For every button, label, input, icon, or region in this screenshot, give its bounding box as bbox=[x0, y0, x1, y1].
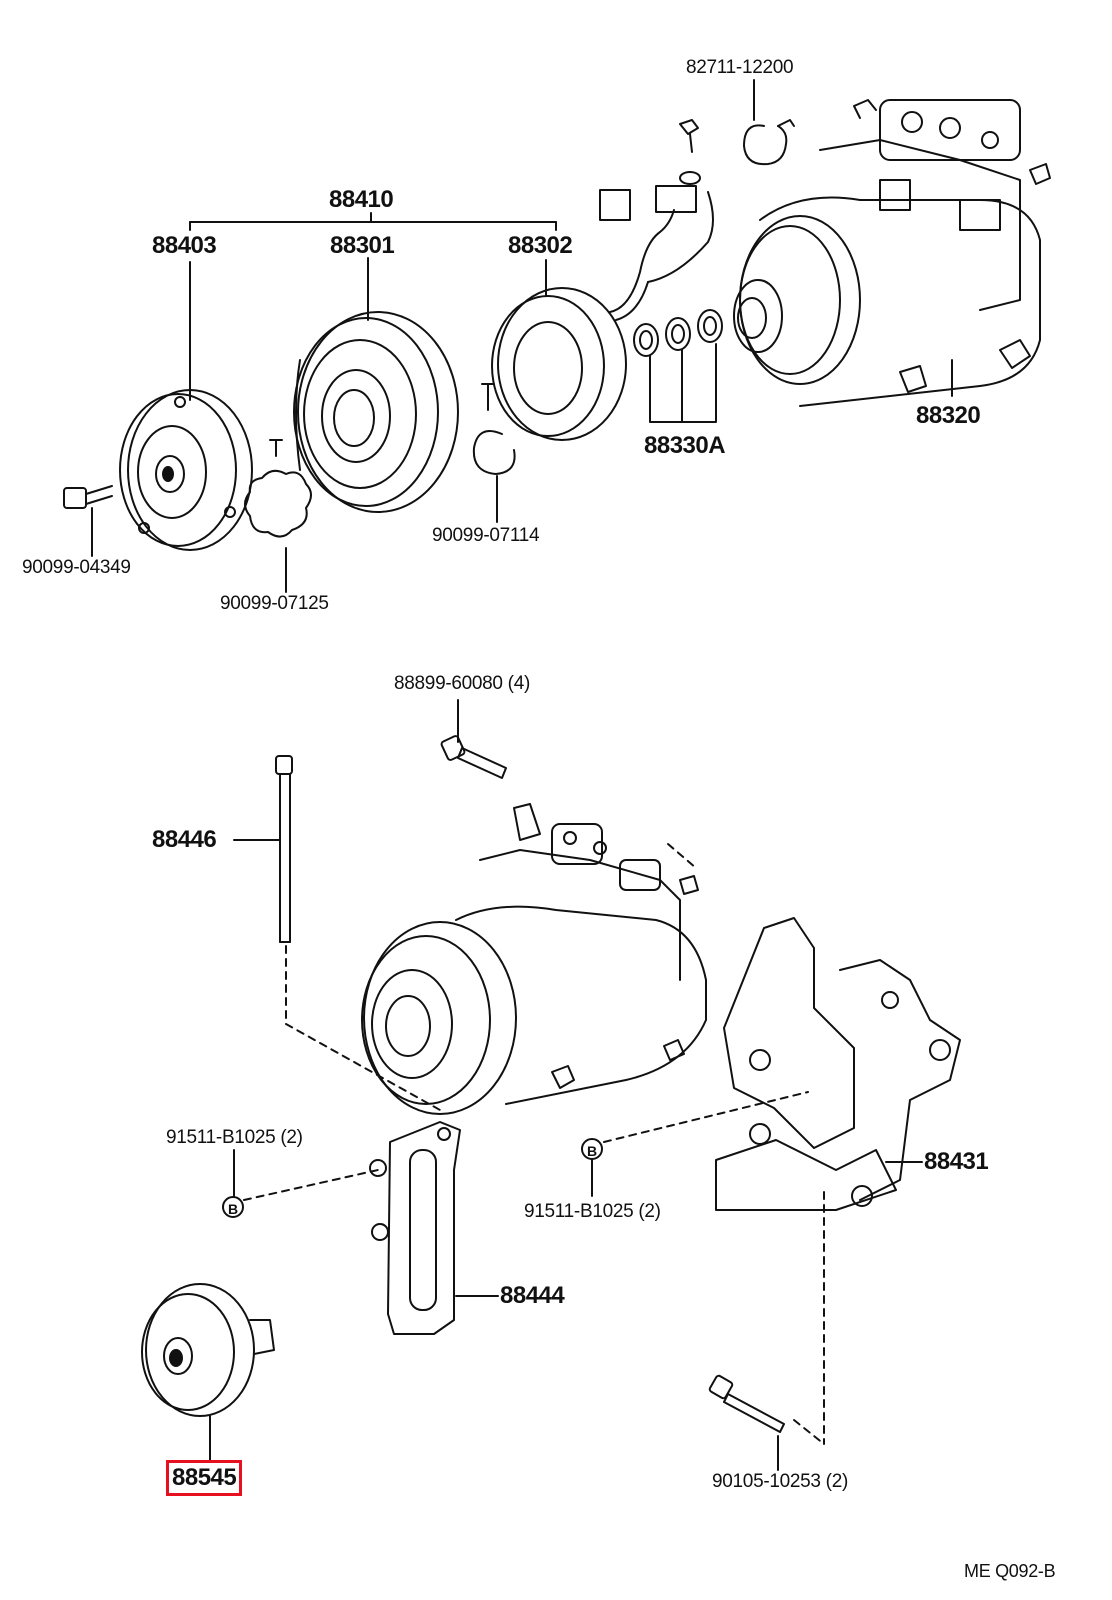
stud-bolt-88446 bbox=[233, 755, 293, 943]
adjusting-bar-88444 bbox=[369, 1121, 499, 1335]
label-91511-b1025-left: 91511-B1025 (2) bbox=[166, 1127, 303, 1148]
bolt-88899-60080 bbox=[440, 699, 507, 779]
compressor-88320 bbox=[733, 99, 1051, 407]
assembly-dashed-lines bbox=[243, 843, 825, 1445]
bolt-marker-mid: B bbox=[581, 1138, 603, 1160]
label-90099-07114: 90099-07114 bbox=[432, 525, 540, 546]
clutch-hub-88403 bbox=[119, 261, 253, 551]
clamp-82711-12200 bbox=[743, 79, 795, 166]
bracket-88431 bbox=[715, 917, 961, 1211]
label-88431: 88431 bbox=[924, 1148, 989, 1175]
compressor-assembly bbox=[361, 803, 707, 1115]
screw-small bbox=[679, 119, 699, 153]
idler-pulley-88545 bbox=[141, 1283, 275, 1461]
label-88899-60080: 88899-60080 (4) bbox=[394, 673, 530, 694]
group-bracket-88410 bbox=[189, 212, 557, 231]
label-91511-b1025-mid: 91511-B1025 (2) bbox=[524, 1201, 661, 1222]
label-90105-10253: 90105-10253 (2) bbox=[712, 1471, 848, 1492]
label-90099-04349: 90099-04349 bbox=[22, 557, 131, 578]
label-88545-highlighted: 88545 bbox=[165, 1460, 243, 1496]
label-90099-07125: 90099-07125 bbox=[220, 593, 329, 614]
bolt-90105-10253 bbox=[708, 1374, 785, 1471]
field-coil-88302 bbox=[491, 171, 714, 441]
shims-88330a bbox=[633, 309, 723, 423]
shim-90099-07125 bbox=[244, 439, 312, 593]
diagram-footer-code: ME Q092-B bbox=[964, 1561, 1056, 1581]
label-88444: 88444 bbox=[500, 1282, 565, 1309]
bolt-90099-04349 bbox=[63, 485, 113, 557]
bolt-marker-left: B bbox=[222, 1196, 244, 1218]
label-88330a: 88330A bbox=[644, 432, 726, 459]
pulley-88301 bbox=[293, 257, 459, 513]
label-88320: 88320 bbox=[916, 402, 981, 429]
label-82711-12200: 82711-12200 bbox=[686, 57, 794, 78]
label-88302: 88302 bbox=[508, 232, 573, 259]
label-88301: 88301 bbox=[330, 232, 395, 259]
label-88446: 88446 bbox=[152, 826, 217, 853]
snap-ring-90099-07114 bbox=[472, 383, 516, 523]
label-88403: 88403 bbox=[152, 232, 217, 259]
label-88410: 88410 bbox=[329, 186, 394, 213]
